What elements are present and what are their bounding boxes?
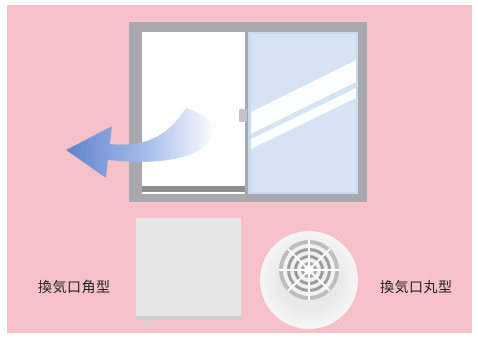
round-vent-label: 換気口丸型	[380, 280, 453, 296]
round-vent-icon	[260, 231, 358, 329]
airflow-arrow-icon	[66, 108, 217, 178]
square-vent-icon	[136, 218, 241, 326]
sliding-window-icon	[129, 22, 367, 202]
square-vent-label: 換気口角型	[38, 280, 111, 296]
window-latch	[239, 109, 247, 122]
